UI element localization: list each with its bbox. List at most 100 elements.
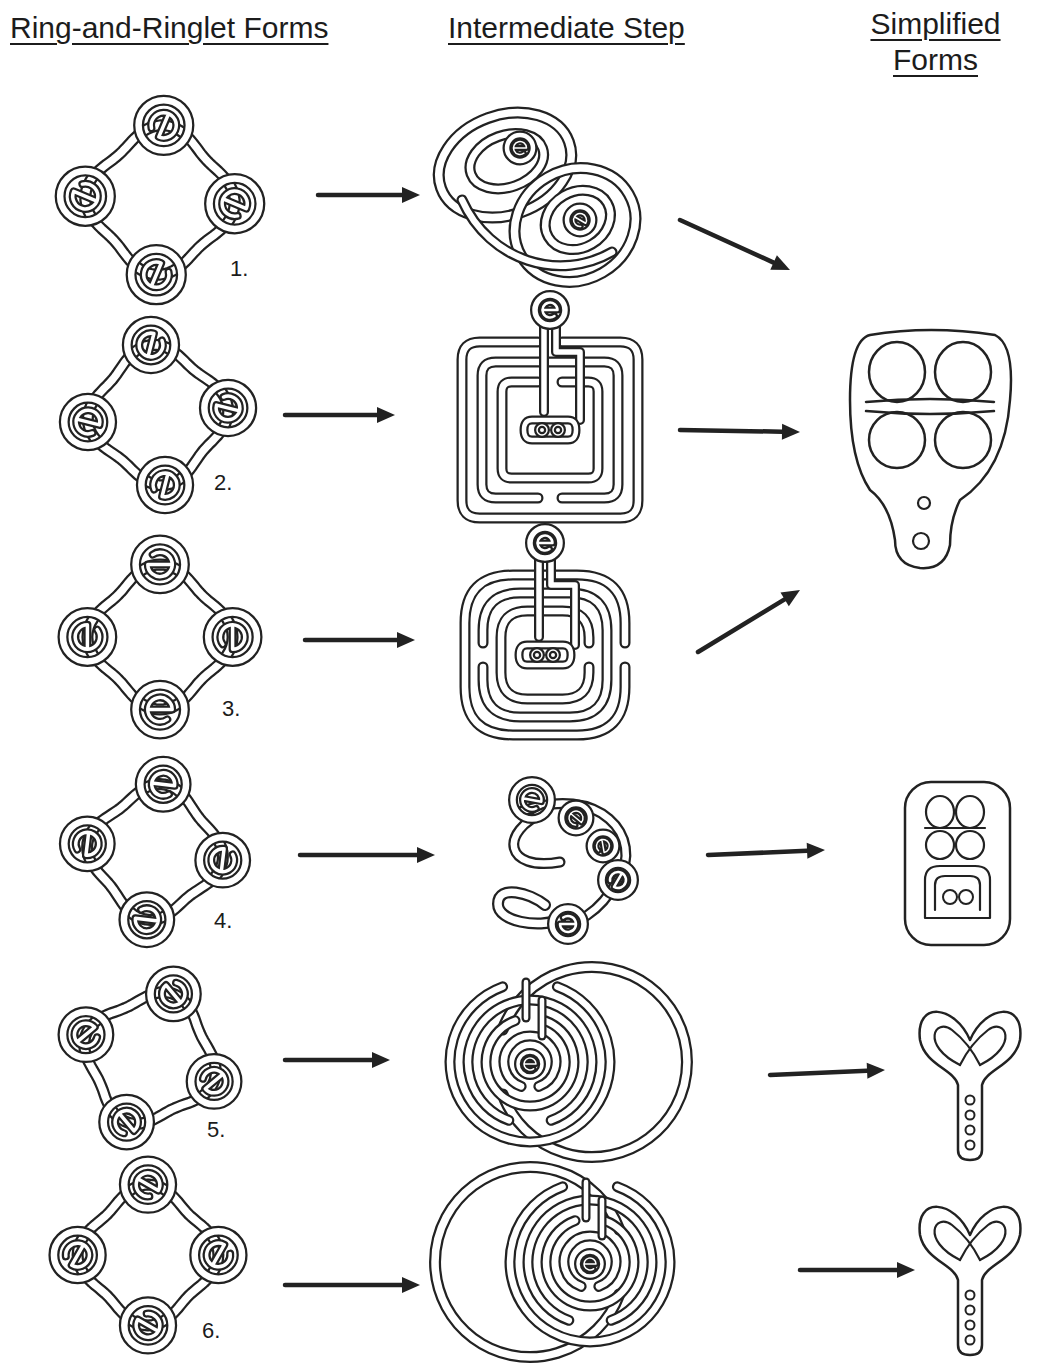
figure-line (956, 831, 984, 859)
tube-outline (607, 869, 629, 891)
arrow-shaft (318, 193, 402, 198)
ringlet-curl (75, 625, 99, 649)
arrow (680, 424, 800, 440)
tube-inside (195, 1231, 242, 1278)
arrow-shaft (285, 413, 377, 418)
ring-and-ringlet-figure (64, 761, 245, 942)
tube-inside (600, 1200, 605, 1236)
tube-outline (84, 992, 216, 1124)
figure-line (920, 1207, 1021, 1355)
arrow (770, 1063, 885, 1079)
tube-inside (602, 864, 634, 896)
arrow-shaft (800, 1268, 897, 1273)
tube-outline (552, 908, 584, 940)
tube-inside (532, 650, 542, 660)
tube-outline (210, 847, 236, 873)
tube-outline (75, 831, 101, 857)
tube-inside (132, 1309, 164, 1341)
tube-inside (584, 1258, 596, 1270)
ringlet (204, 384, 251, 431)
arrow-shaft (680, 220, 774, 263)
tube-inside (140, 761, 186, 807)
tube-inside (546, 1221, 634, 1306)
arrow-head (402, 187, 420, 203)
tube-inside (494, 146, 656, 303)
tube-inside (548, 650, 558, 660)
ringlet (127, 321, 174, 368)
arrow (680, 220, 790, 270)
tube-outline (598, 1200, 607, 1236)
simplified-figure (850, 330, 1011, 568)
tube-outline (70, 1018, 102, 1050)
ringlet-curl (571, 211, 589, 229)
ringlet (63, 613, 112, 662)
tube-outline (150, 971, 196, 1017)
ringlet (124, 1161, 171, 1208)
ringlet (578, 1252, 602, 1276)
tube-outline (566, 808, 586, 828)
ringlet (507, 135, 533, 161)
labyrinth-course (462, 342, 638, 518)
tube-inside (486, 1021, 574, 1106)
figure-line (966, 1141, 975, 1150)
tube-inside (462, 200, 612, 266)
arrow (305, 632, 415, 648)
tube-inside (536, 553, 542, 637)
ringlet-curl (137, 331, 166, 360)
ringlet (602, 864, 634, 896)
ringlet (63, 1012, 109, 1058)
arrow (285, 1277, 420, 1293)
tube-outline (132, 1168, 164, 1200)
arrow-shaft (680, 430, 782, 432)
arrow-head (417, 847, 435, 863)
figure-line (926, 831, 954, 859)
tube-inside (148, 697, 172, 721)
tube-inside (137, 331, 166, 360)
tube-outline (537, 425, 547, 435)
tube-inside (519, 645, 571, 665)
tube-inside (75, 831, 101, 857)
tube-inside (75, 625, 99, 649)
figure-line (869, 412, 925, 468)
tube-inside (124, 897, 170, 943)
ringlet-curl (148, 697, 172, 721)
tube-inside (124, 1161, 171, 1208)
tube-inside (136, 540, 185, 589)
ringlet-curl (74, 408, 103, 437)
ringlet-curl (214, 394, 243, 423)
arrow-head (897, 1262, 915, 1278)
tube-inside (530, 528, 560, 558)
ringlet (136, 540, 185, 589)
tube-inside (204, 384, 251, 431)
tube-outline (69, 180, 102, 213)
tube-inside (560, 916, 576, 932)
tube-outline (534, 553, 544, 637)
intermediate-figure (498, 781, 634, 940)
figure-line (935, 342, 991, 402)
figure-number: 2. (214, 470, 232, 496)
tube-inside (139, 100, 189, 150)
ringlet-curl (607, 869, 629, 891)
ringlet-curl (150, 772, 176, 798)
labyrinth-course (465, 575, 625, 735)
tube-inside (110, 1106, 142, 1138)
arrow (318, 187, 420, 203)
tube-inside (504, 1036, 556, 1086)
tube-outline (521, 789, 543, 811)
tube-inside (483, 593, 607, 717)
tube-outline (465, 575, 625, 735)
tube-inside (74, 408, 103, 437)
tube-inside (61, 1239, 93, 1271)
arrow-head (782, 424, 800, 440)
tube-inside (124, 1302, 171, 1349)
tube-inside (521, 789, 543, 811)
tube-inside (524, 420, 576, 440)
ringlet-curl (521, 789, 543, 811)
tube-outline (131, 250, 181, 300)
tube-outline (110, 1106, 142, 1138)
tube-outline (524, 420, 576, 440)
tube-inside (64, 821, 110, 867)
ringlet (208, 613, 257, 662)
ringlet (141, 461, 188, 508)
arrow-head (372, 1052, 390, 1068)
